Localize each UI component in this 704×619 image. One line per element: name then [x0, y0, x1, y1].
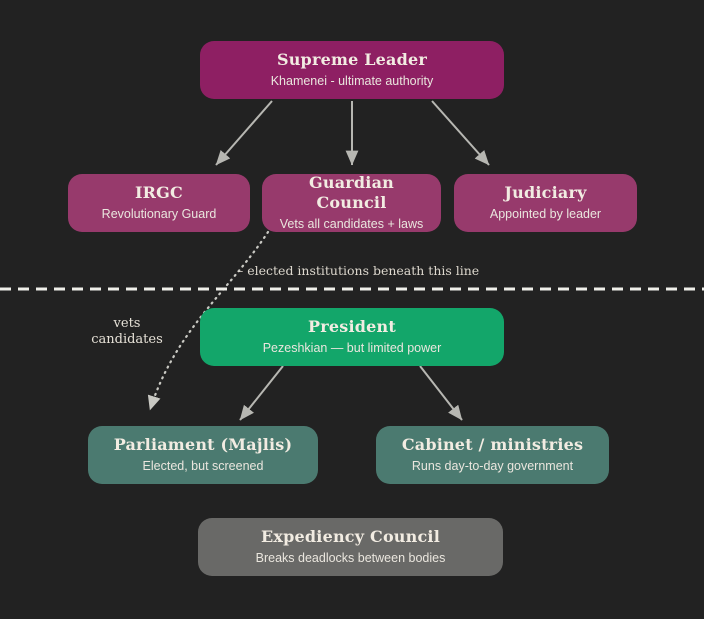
connector-president-to-parliament	[239, 365, 284, 421]
node-title: Supreme Leader	[276, 50, 428, 70]
node-judiciary[interactable]: Judiciary Appointed by leader	[454, 174, 637, 232]
node-expediency-council[interactable]: Expediency Council Breaks deadlocks betw…	[198, 518, 503, 576]
node-irgc[interactable]: IRGC Revolutionary Guard	[68, 174, 250, 232]
node-title: Parliament (Majlis)	[113, 435, 293, 455]
node-title: Expediency Council	[261, 527, 440, 547]
connector-president-to-cabinet	[419, 365, 463, 421]
node-title: IRGC	[135, 183, 183, 203]
node-supreme-leader[interactable]: Supreme Leader Khamenei - ultimate autho…	[200, 41, 504, 99]
node-subtitle: Runs day-to-day government	[411, 459, 574, 474]
node-president[interactable]: President Pezeshkian — but limited power	[200, 308, 504, 366]
node-subtitle: Khamenei - ultimate authority	[270, 74, 434, 89]
vets-candidates-label: vets candidates	[91, 316, 163, 348]
node-subtitle: Vets all candidates + laws	[279, 217, 424, 232]
node-title: Judiciary	[504, 183, 587, 203]
node-parliament[interactable]: Parliament (Majlis) Elected, but screene…	[88, 426, 318, 484]
node-subtitle: Appointed by leader	[489, 207, 602, 222]
node-subtitle: Elected, but screened	[142, 459, 264, 474]
connector-supreme-to-irgc	[215, 100, 273, 166]
elected-divider-label: – elected institutions beneath this line	[237, 263, 480, 278]
node-guardian-council[interactable]: Guardian Council Vets all candidates + l…	[262, 173, 441, 232]
node-subtitle: Pezeshkian — but limited power	[262, 341, 442, 356]
node-title: President	[308, 317, 396, 337]
node-title: Guardian Council	[309, 173, 394, 213]
node-subtitle: Breaks deadlocks between bodies	[255, 551, 446, 566]
node-subtitle: Revolutionary Guard	[101, 207, 217, 222]
node-title: Cabinet / ministries	[401, 435, 584, 455]
node-cabinet[interactable]: Cabinet / ministries Runs day-to-day gov…	[376, 426, 609, 484]
connector-supreme-to-judiciary	[431, 100, 490, 166]
